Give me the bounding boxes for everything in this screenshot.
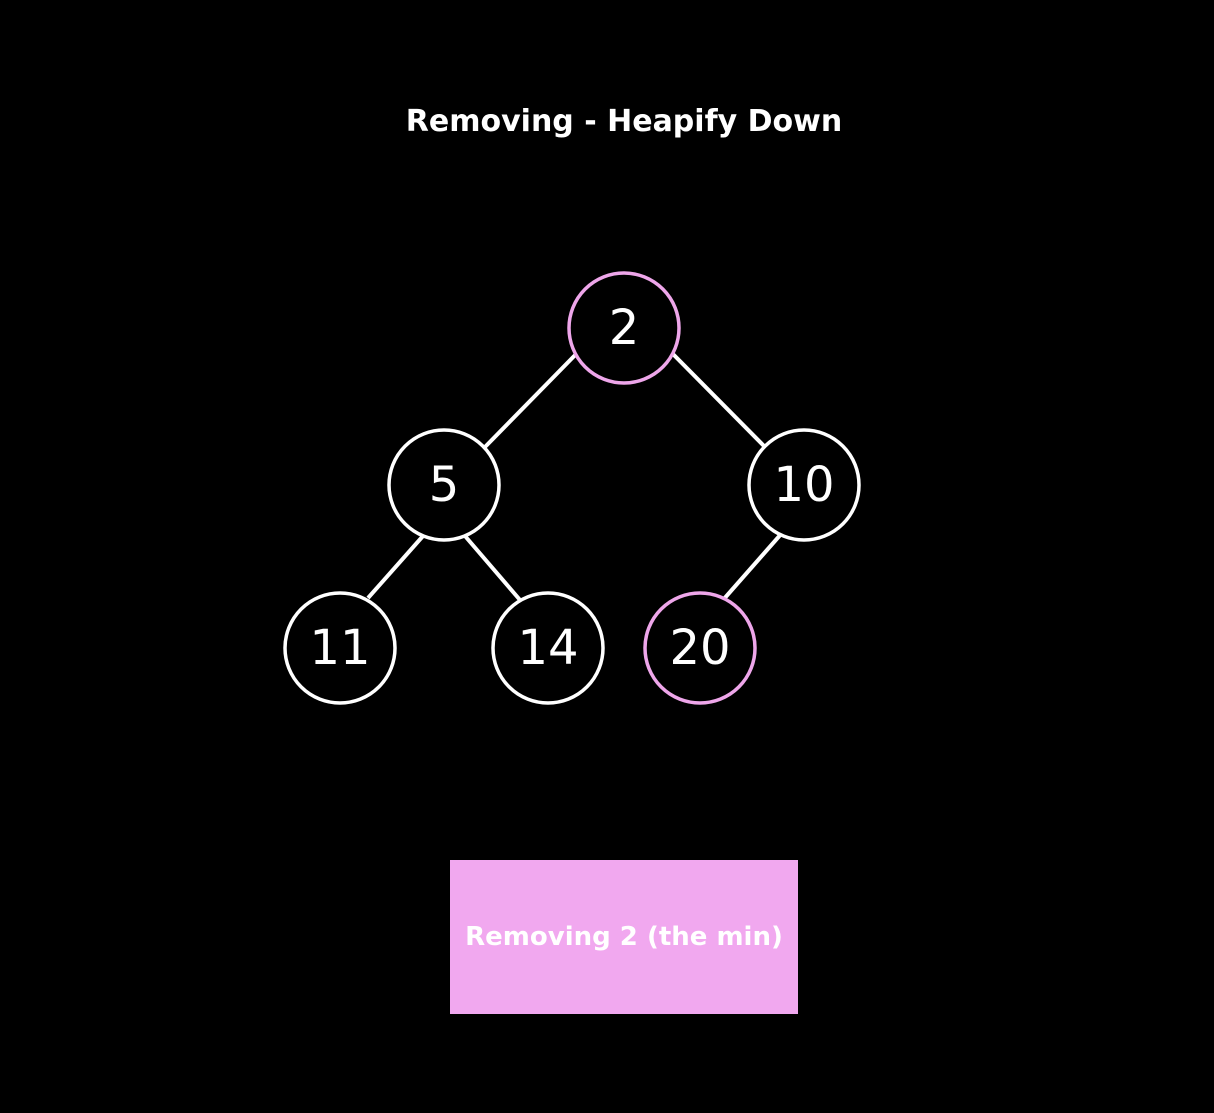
edges <box>366 344 784 602</box>
node-5: 5 <box>387 428 501 542</box>
node-5-circle <box>387 428 501 542</box>
edge-root-10 <box>663 344 768 450</box>
node-11-circle <box>283 591 397 705</box>
node-11-label: 11 <box>309 620 370 676</box>
edge-5-14 <box>463 534 522 602</box>
nodes: 2 5 10 11 14 20 <box>283 271 861 705</box>
node-20-circle <box>643 591 757 705</box>
node-20: 20 <box>643 591 757 705</box>
node-14-label: 14 <box>517 620 578 676</box>
node-11: 11 <box>283 591 397 705</box>
node-2-circle <box>567 271 681 385</box>
node-10-label: 10 <box>773 457 834 513</box>
edge-10-20 <box>721 531 784 602</box>
diagram-title: Removing - Heapify Down <box>405 104 843 139</box>
node-5-label: 5 <box>429 457 460 513</box>
edge-root-5 <box>482 344 586 450</box>
node-14: 14 <box>491 591 605 705</box>
node-20-label: 20 <box>669 620 730 676</box>
node-2: 2 <box>567 271 681 385</box>
caption-text: Removing 2 (the min) <box>465 922 783 952</box>
node-2-label: 2 <box>609 300 640 356</box>
edge-5-11 <box>366 534 425 600</box>
node-10: 10 <box>747 428 861 542</box>
node-14-circle <box>491 591 605 705</box>
node-10-circle <box>747 428 861 542</box>
caption-box: Removing 2 (the min) <box>450 860 798 1014</box>
